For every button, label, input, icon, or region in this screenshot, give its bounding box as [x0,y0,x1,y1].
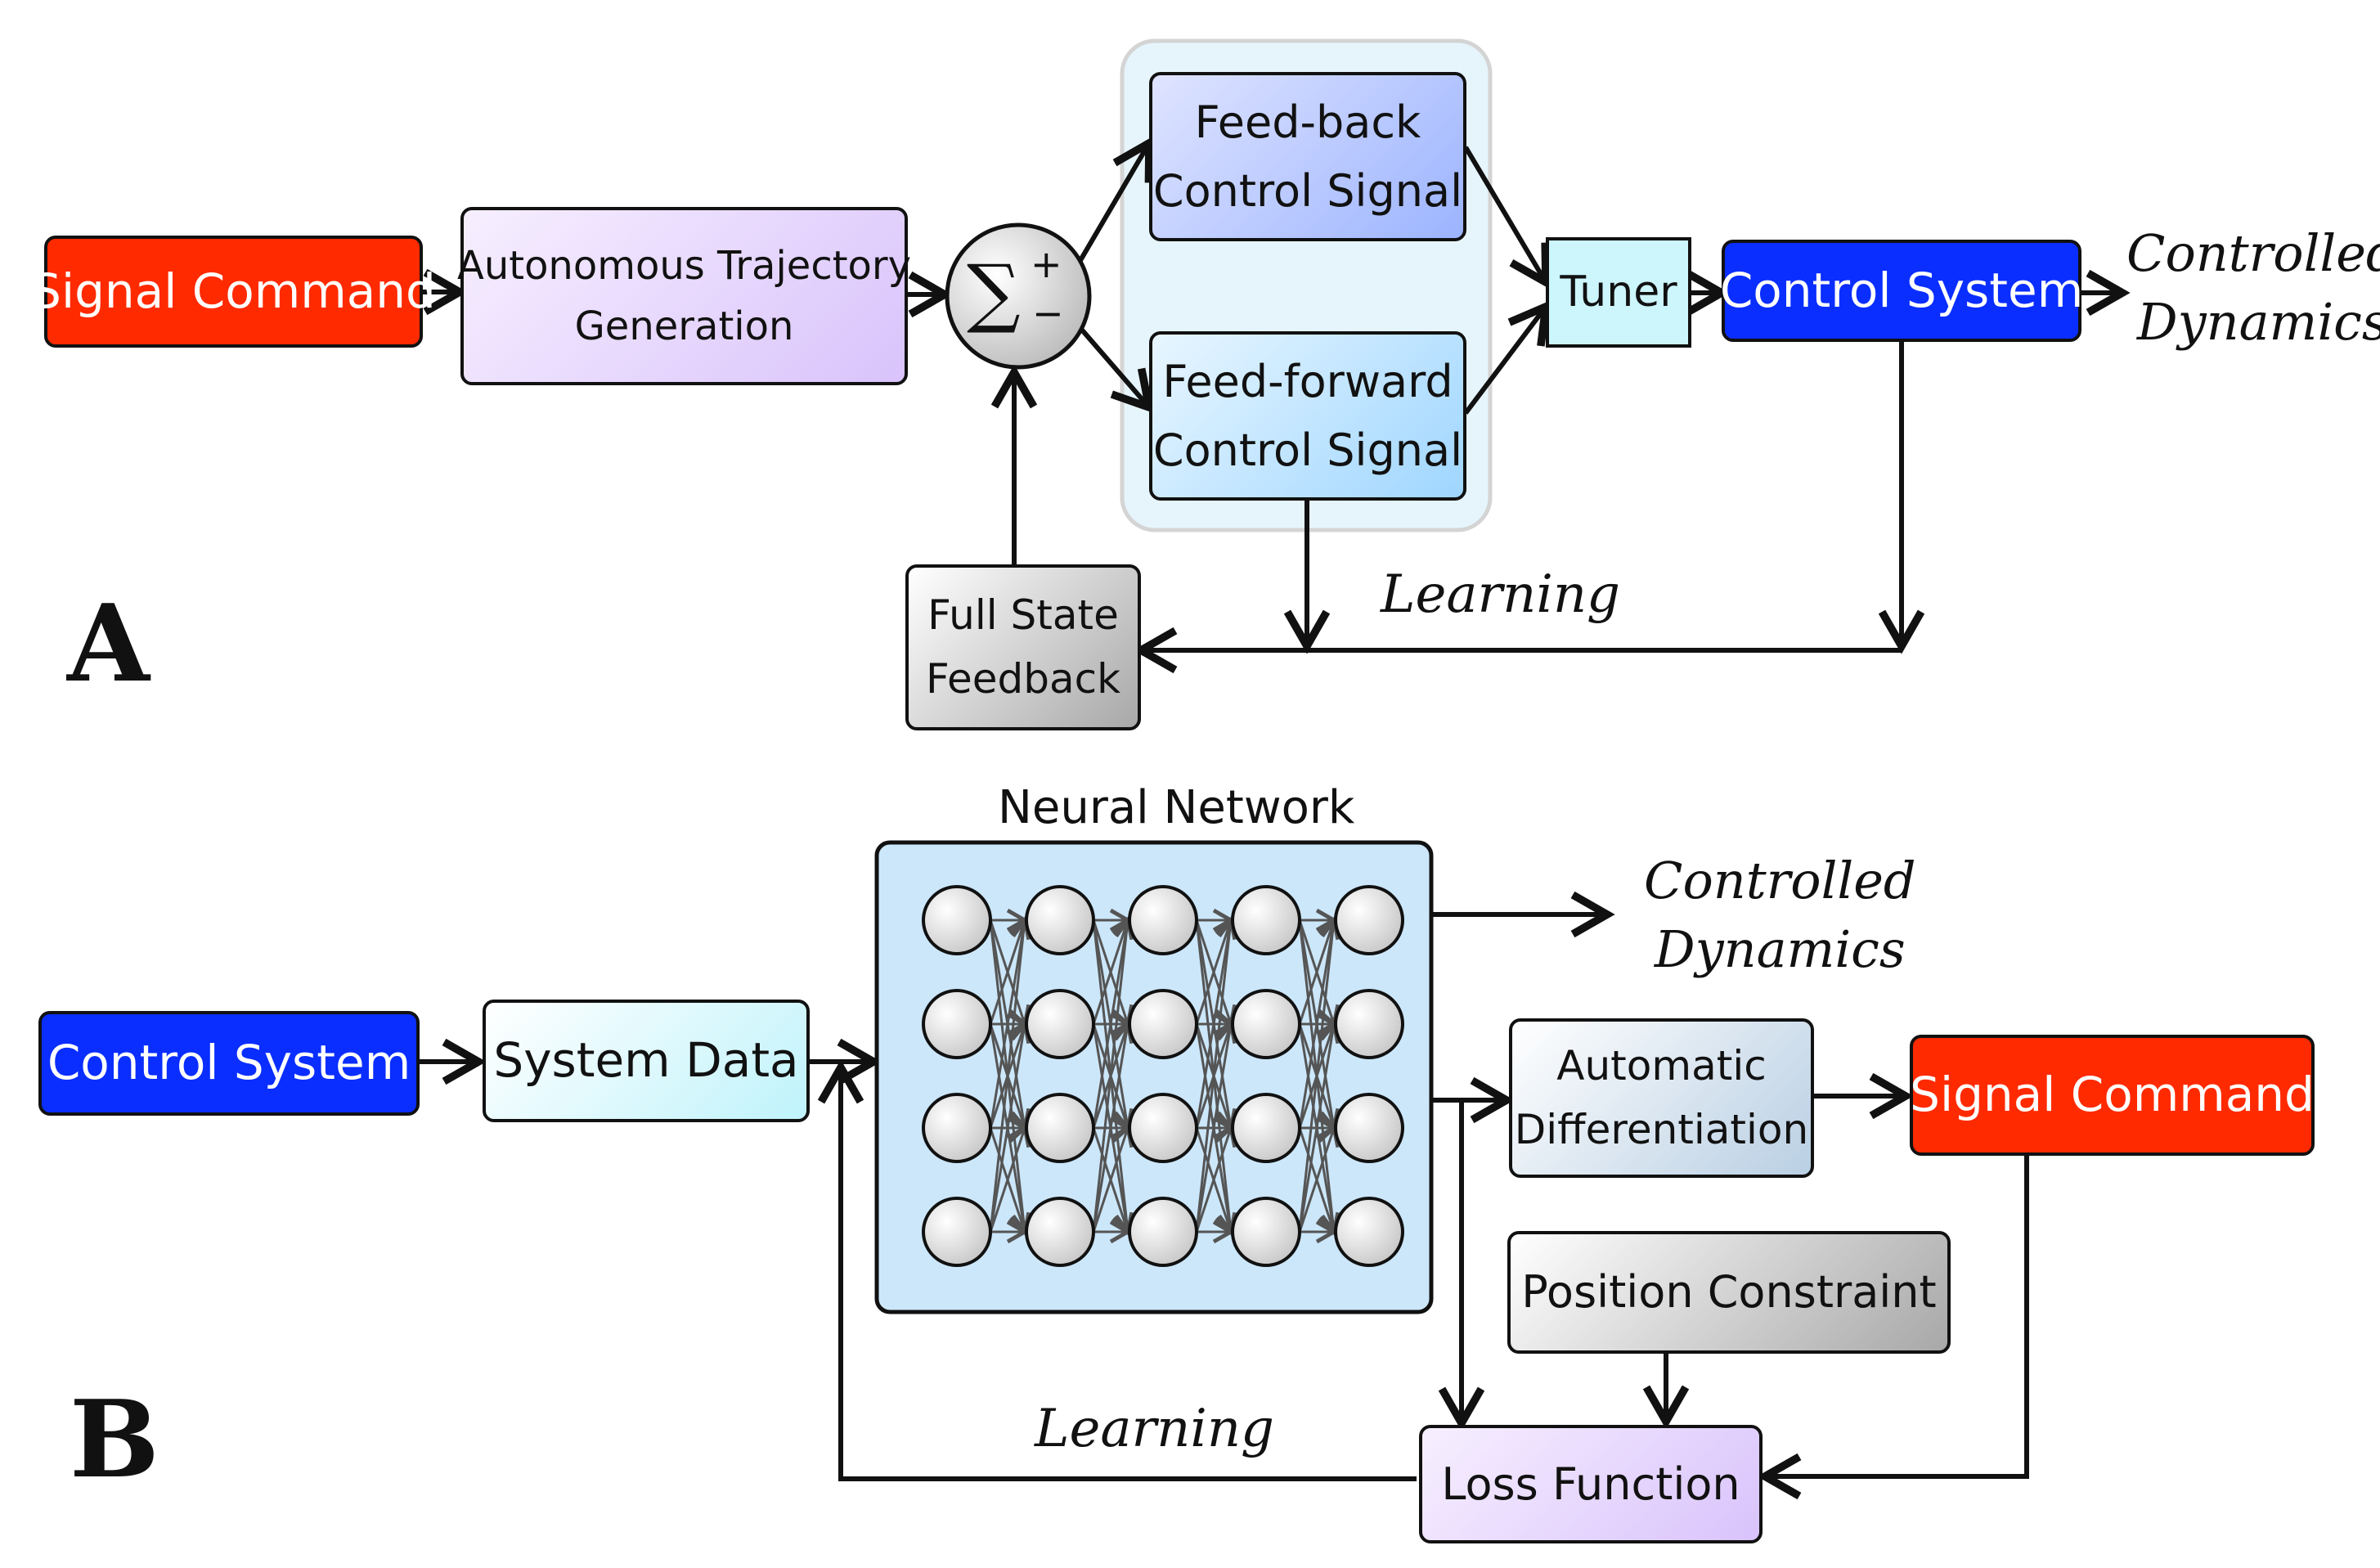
nn-node [1334,989,1404,1059]
learning-label-a: Learning [1381,564,1620,625]
control-system-box-a: Control System [1719,240,2084,342]
feedforward-label-line1: Feed-forward [1162,355,1453,407]
nn-connection [1092,1124,1134,1233]
nn-connection [1195,1124,1237,1233]
arrow-signal-to-loss [1757,1156,2029,1500]
auto-diff-line1: Automatic [1556,1042,1767,1090]
nn-node [1128,1093,1198,1163]
nn-node [1334,1197,1404,1267]
nn-connection [1092,916,1137,1129]
nn-node [1025,885,1095,955]
nn-node [922,1093,992,1163]
neural-network-title: Neural Network [998,781,1355,834]
arrow-sum-to-fb [1077,136,1153,263]
summation-node [945,222,1092,370]
nn-connection [989,916,1034,1129]
arrow-fb-to-tuner [1463,146,1550,290]
nn-node [1231,885,1301,955]
neural-network-connections [989,908,1344,1244]
nn-connection [1195,916,1241,1233]
neural-network-box [874,840,1434,1314]
controlled-dynamics-a-line2: Dynamics [2136,291,2380,352]
control-system-box-b: Control System [38,1011,420,1116]
nn-node [1231,1093,1301,1163]
learning-label-b: Learning [1035,1399,1274,1459]
panel-a-arrows [423,136,2131,674]
nn-node [1128,885,1198,955]
nn-connection [989,916,1035,1233]
signal-command-box-a: Signal Command [31,236,436,348]
auto-diff-line2: Differentiation [1514,1105,1809,1153]
nn-connection [1092,916,1138,1233]
nn-node [1025,989,1095,1059]
full-state-line2: Feedback [925,654,1121,703]
summation-minus: − [1032,291,1064,335]
nn-connection [1298,916,1343,1129]
loss-function-box: Loss Function [1419,1425,1763,1543]
nn-connection [1298,1124,1340,1233]
trajectory-label-line1: Autonomous Trajectory [456,242,912,289]
neural-network-nodes [922,885,1404,1267]
arrow-loss-to-data [817,1059,1417,1481]
loss-function-label: Loss Function [1441,1458,1740,1510]
nn-node [1231,989,1301,1059]
controlled-dynamics-b-line1: Controlled [1644,851,1916,910]
signal-command-box-b: Signal Command [1910,1035,2315,1156]
controlled-dynamics-a: Controlled Dynamics [2126,219,2380,356]
full-state-feedback-box: Full State Feedback [905,564,1141,730]
feedforward-label-line2: Control Signal [1152,424,1463,476]
tuner-box: Tuner [1546,237,1691,348]
position-constraint-label: Position Constraint [1521,1266,1937,1319]
nn-node [922,1197,992,1267]
summation-sigma: ∑ [967,249,1021,336]
nn-connection [1195,916,1240,1129]
system-data-label: System Data [493,1032,799,1089]
nn-node [1334,885,1404,955]
feedback-label-line1: Feed-back [1194,96,1421,148]
nn-connection [1298,916,1344,1233]
nn-node [922,989,992,1059]
tuner-label: Tuner [1560,267,1677,317]
controlled-dynamics-b-line2: Dynamics [1654,919,1906,979]
nn-connection [1195,1020,1240,1233]
panel-letter-a: A [67,581,150,706]
panel-b-arrows [420,891,2029,1500]
nn-node [1231,1197,1301,1267]
nn-node [1334,1093,1404,1163]
signal-command-label-a: Signal Command [31,263,436,319]
nn-node [922,885,992,955]
nn-node [1025,1093,1095,1163]
nn-node [1025,1197,1095,1267]
nn-connection [1298,1020,1343,1233]
arrow-sum-to-ff [1077,326,1155,414]
nn-connection [989,1020,1034,1233]
panel-letter-b: B [70,1377,159,1502]
position-constraint-box: Position Constraint [1507,1231,1951,1354]
control-system-label-b: Control System [47,1035,411,1091]
arrow-ff-to-tuner [1463,300,1551,415]
controlled-dynamics-b: Controlled Dynamics [1644,847,1916,983]
nn-node [1128,989,1198,1059]
control-system-label-a: Control System [1719,262,2084,318]
summation-plus: + [1031,242,1062,286]
system-data-box: System Data [483,1000,810,1122]
nn-node [1128,1197,1198,1267]
trajectory-generation-box: Autonomous Trajectory Generation [456,207,912,385]
automatic-differentiation-box: Automatic Differentiation [1509,1018,1814,1178]
feedforward-control-box: Feed-forward Control Signal [1149,331,1466,501]
controlled-dynamics-a-line1: Controlled [2126,223,2380,283]
trajectory-label-line2: Generation [574,303,794,349]
feedback-control-box: Feed-back Control Signal [1149,72,1466,241]
signal-command-label-b: Signal Command [1910,1067,2315,1123]
feedback-label-line2: Control Signal [1152,164,1463,217]
full-state-line1: Full State [927,591,1119,639]
nn-connection [989,1124,1031,1233]
nn-connection [1092,1020,1137,1233]
